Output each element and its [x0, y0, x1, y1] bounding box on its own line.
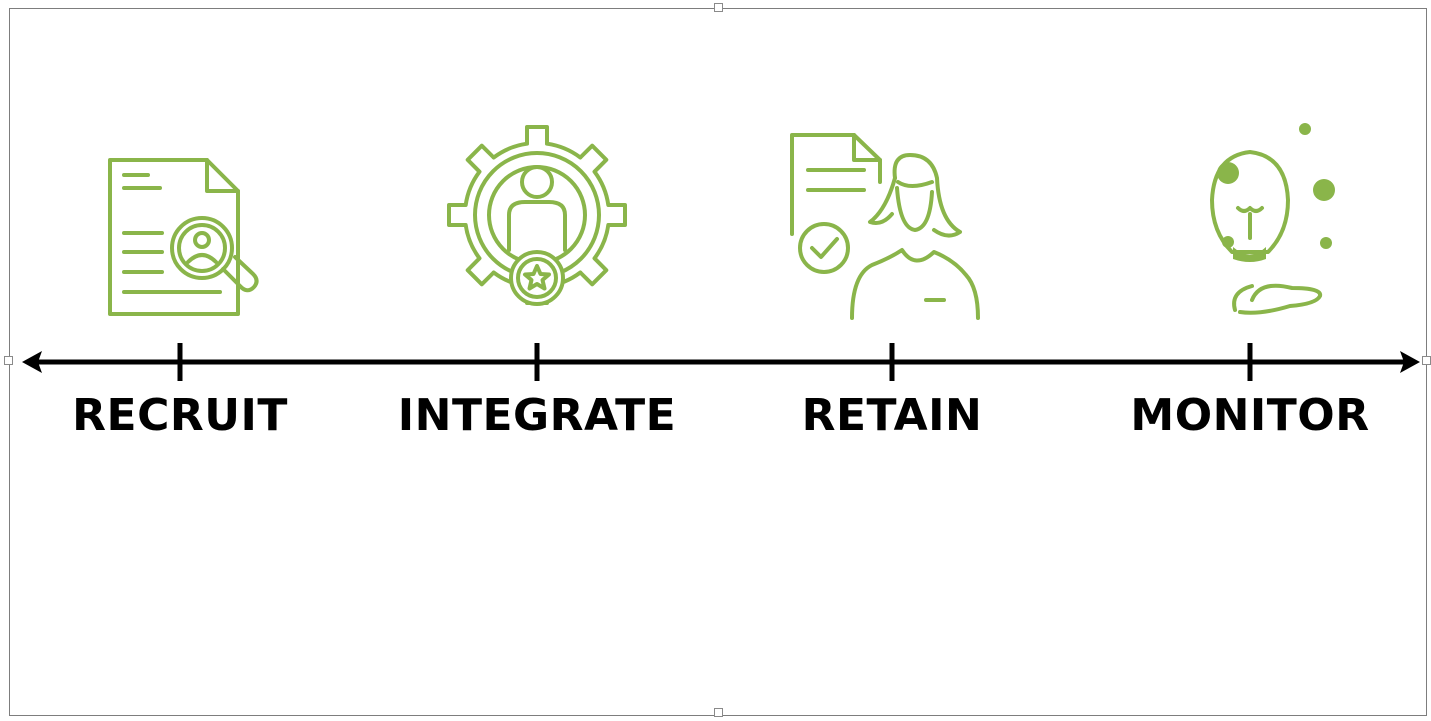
gear-tooth: [578, 143, 609, 174]
woman-approved-document-icon: [782, 110, 1002, 330]
step-label-integrate: INTEGRATE: [397, 390, 677, 441]
gear-tooth: [447, 203, 467, 227]
document-search-person-icon: [70, 110, 290, 330]
resize-handle-left[interactable]: [4, 356, 13, 365]
step-label-monitor: MONITOR: [1130, 390, 1370, 441]
left-arrowhead: [22, 351, 42, 373]
resize-handle-bottom[interactable]: [714, 708, 723, 717]
right-arrowhead: [1400, 351, 1420, 373]
step-label-recruit: RECRUIT: [72, 390, 288, 441]
gear-tooth: [465, 143, 496, 174]
gear-tooth: [465, 256, 496, 287]
gear-tooth: [607, 203, 627, 227]
lightbulb-hand-icon: [1140, 110, 1360, 330]
gear-person-star-icon: [427, 110, 647, 330]
step-label-retain: RETAIN: [801, 390, 983, 441]
gear-tooth: [525, 125, 549, 145]
resize-handle-top[interactable]: [714, 3, 723, 12]
gear-tooth: [578, 256, 609, 287]
